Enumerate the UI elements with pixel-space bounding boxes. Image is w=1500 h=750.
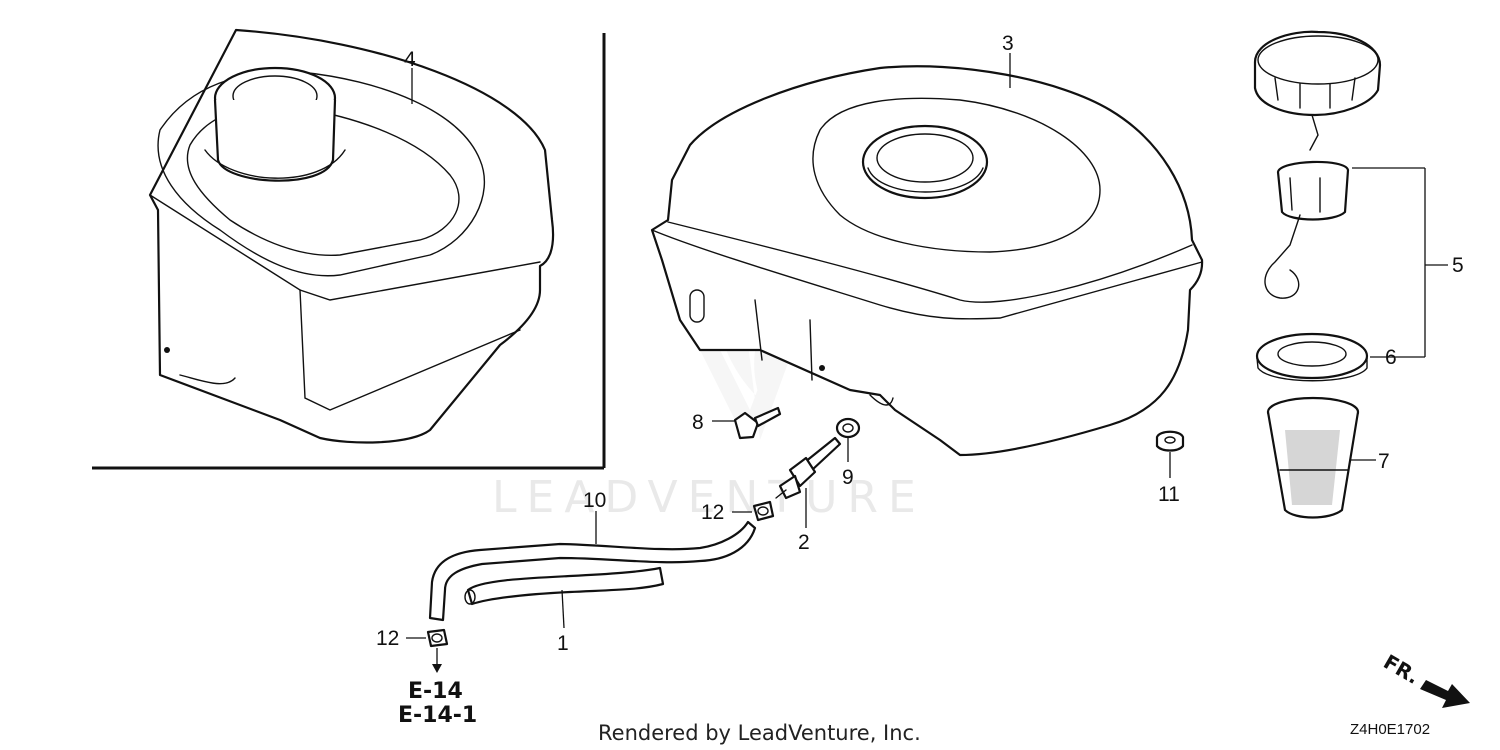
washer bbox=[835, 417, 861, 439]
fuel-tube-upper bbox=[428, 520, 757, 622]
fuel-tank-main bbox=[650, 65, 1204, 457]
reference-page-2: E-14-1 bbox=[398, 703, 477, 728]
watermark-text: LEADVENTURE bbox=[492, 472, 926, 523]
flange-bolt bbox=[733, 406, 782, 440]
cap-nut bbox=[1155, 430, 1185, 452]
callout-4: 4 bbox=[404, 48, 416, 71]
fuel-cock bbox=[775, 436, 842, 500]
diagram-code: Z4H0E1702 bbox=[1350, 721, 1430, 738]
inset-frame bbox=[92, 33, 606, 470]
callout-9: 9 bbox=[842, 466, 854, 489]
leader-1 bbox=[561, 589, 565, 629]
fuel-tank-inset bbox=[148, 28, 555, 444]
callout-3: 3 bbox=[1002, 32, 1014, 55]
cap-gasket bbox=[1255, 332, 1369, 382]
clip-lower bbox=[426, 628, 449, 648]
front-arrow-label: FR. bbox=[1380, 650, 1424, 689]
front-direction-arrow: FR. bbox=[1380, 650, 1470, 708]
callout-1: 1 bbox=[557, 632, 569, 655]
reference-arrow-head bbox=[432, 664, 442, 673]
callout-11: 11 bbox=[1158, 483, 1180, 506]
rendered-by-text: Rendered by LeadVenture, Inc. bbox=[598, 721, 921, 745]
filler-cap bbox=[1253, 30, 1382, 299]
fuel-tube-lower bbox=[464, 566, 665, 606]
clip-upper bbox=[752, 500, 775, 522]
reference-page-1: E-14 bbox=[408, 679, 463, 704]
callout-6: 6 bbox=[1385, 346, 1397, 369]
callout-5: 5 bbox=[1452, 254, 1464, 277]
callout-12-lower: 12 bbox=[376, 627, 399, 650]
fuel-strainer bbox=[1266, 396, 1360, 519]
front-arrow-icon bbox=[1420, 680, 1470, 708]
callout-8: 8 bbox=[692, 411, 704, 434]
callout-10: 10 bbox=[583, 489, 606, 512]
callout-7: 7 bbox=[1378, 450, 1390, 473]
callout-2: 2 bbox=[798, 531, 810, 554]
callout-12-upper: 12 bbox=[701, 501, 724, 524]
